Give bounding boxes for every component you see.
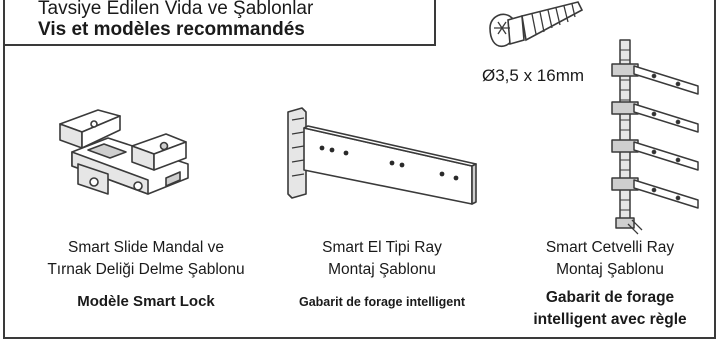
handheld-rail-template-icon bbox=[287, 107, 477, 205]
product-name-fr-line1: Modèle Smart Lock bbox=[77, 293, 215, 310]
header-box: Tavsiye Edilen Vida ve Şablonlar Vis et … bbox=[3, 0, 436, 46]
screw-icon bbox=[489, 1, 584, 48]
product-name-fr-line1: Gabarit de forage bbox=[545, 289, 675, 306]
product-caption-handheld-rail: Smart El Tipi Ray Montaj Şablonu Gabarit… bbox=[262, 237, 502, 313]
product-name-tr-line2: Montaj Şablonu bbox=[556, 261, 664, 278]
product-caption-ruler-rail: Smart Cetvelli Ray Montaj Şablonu Gabari… bbox=[500, 237, 720, 331]
product-name-tr-line1: Smart Slide Mandal ve bbox=[68, 239, 224, 256]
product-name-tr-line2: Tırnak Deliği Delme Şablonu bbox=[47, 261, 245, 278]
product-name-tr-line2: Montaj Şablonu bbox=[328, 261, 436, 278]
product-name-fr-line1: Gabarit de forage intelligent bbox=[299, 295, 465, 309]
product-name-tr-line1: Smart Cetvelli Ray bbox=[545, 239, 675, 256]
content-frame bbox=[3, 0, 716, 339]
header-title-fr: Vis et modèles recommandés bbox=[38, 19, 305, 40]
product-name-tr-line1: Smart El Tipi Ray bbox=[322, 239, 442, 256]
screw-size-label: Ø3,5 x 16mm bbox=[482, 66, 585, 85]
ruler-rail-template-icon bbox=[611, 39, 699, 235]
product-name-fr-line2: intelligent avec règle bbox=[533, 311, 687, 328]
product-caption-slide-lock: Smart Slide Mandal ve Tırnak Deliği Delm… bbox=[0, 237, 292, 313]
slide-lock-template-icon bbox=[59, 109, 189, 195]
header-title-tr: Tavsiye Edilen Vida ve Şablonlar bbox=[38, 0, 314, 19]
